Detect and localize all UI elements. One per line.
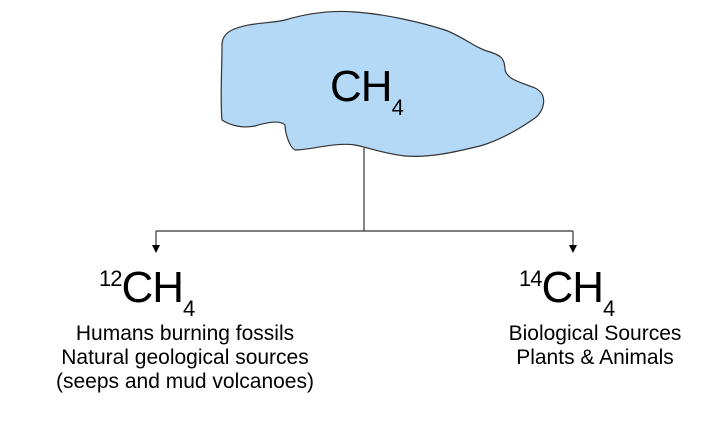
left-isotope: 12: [99, 266, 123, 291]
left-caption-line: Natural geological sources: [61, 346, 309, 369]
root-formula: CH4: [330, 62, 404, 119]
root-formula-base: CH: [330, 62, 393, 111]
left-formula: 12CH4: [99, 263, 195, 320]
left-caption: Humans burning fossils Natural geologica…: [30, 322, 340, 394]
right-formula-subscript: 4: [603, 296, 615, 321]
arrow-down-icon-right: [569, 245, 577, 253]
right-caption: Biological Sources Plants & Animals: [480, 322, 710, 370]
root-formula-subscript: 4: [391, 95, 404, 120]
right-caption-line: Biological Sources: [508, 322, 682, 345]
left-caption-line: Humans burning fossils: [75, 322, 295, 345]
right-caption-line: Plants & Animals: [516, 346, 674, 369]
right-isotope: 14: [519, 266, 543, 291]
left-formula-subscript: 4: [183, 296, 195, 321]
right-formula: 14CH4: [519, 263, 615, 320]
arrow-down-icon-left: [152, 245, 160, 253]
left-caption-line: (seeps and mud volcanoes): [56, 370, 314, 393]
right-formula-base: CH: [541, 263, 604, 312]
left-formula-base: CH: [121, 263, 184, 312]
methane-cloud-shape: [220, 10, 545, 157]
